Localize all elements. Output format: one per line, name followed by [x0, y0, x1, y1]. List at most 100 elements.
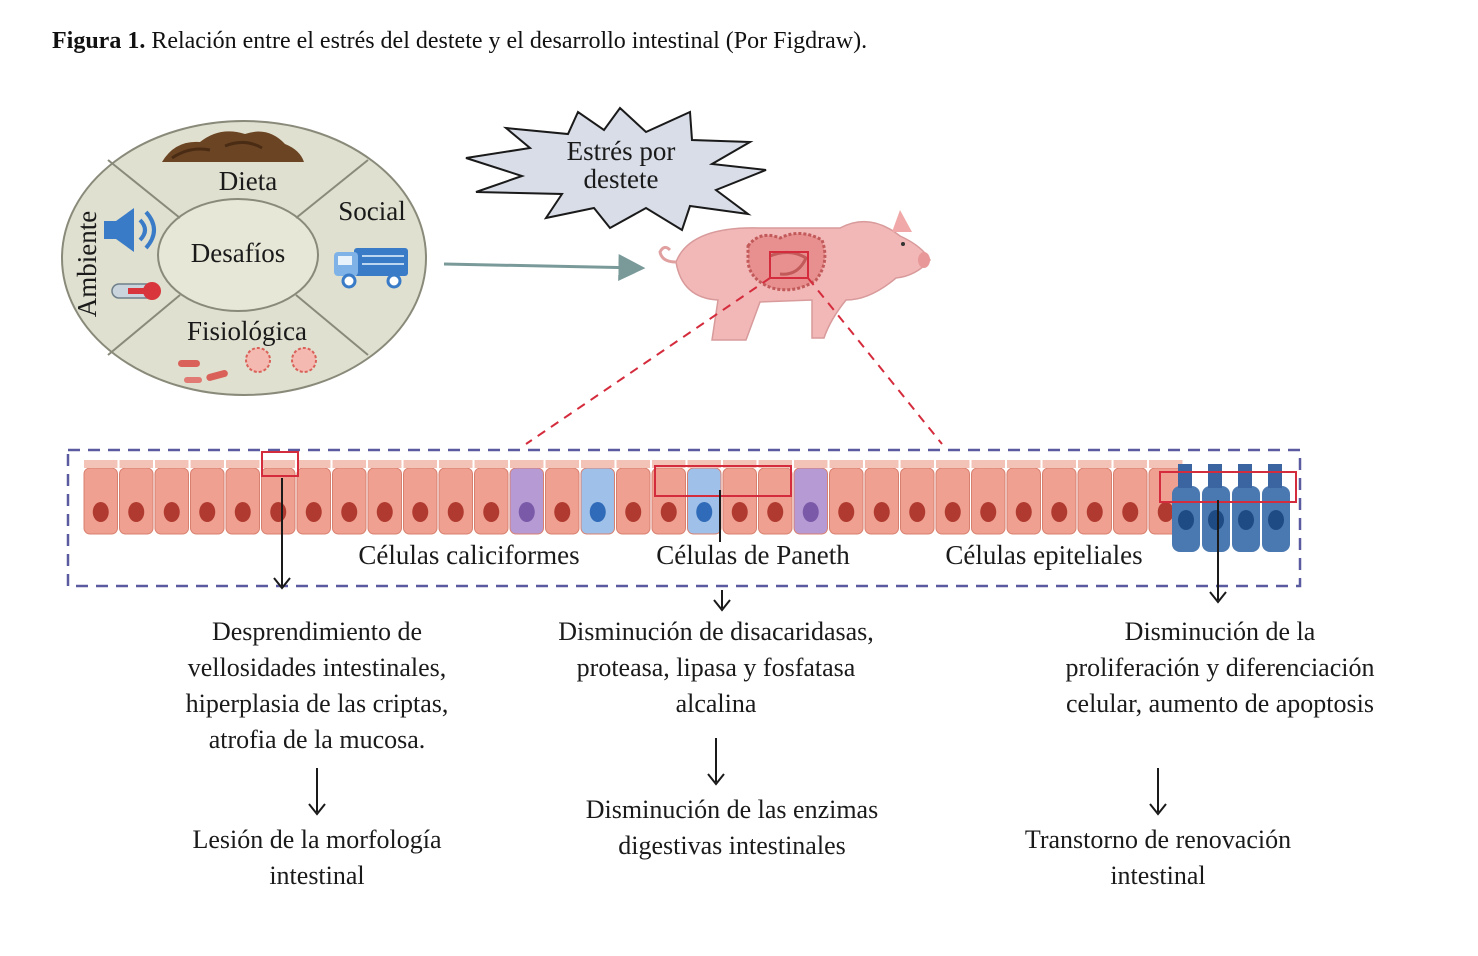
cell-nucleus	[92, 502, 109, 522]
feed-icon	[162, 131, 304, 162]
epithelial-cell	[900, 467, 935, 535]
villus-projection	[1208, 464, 1222, 488]
epithelial-cell	[616, 467, 651, 535]
epithelial-cell	[864, 467, 899, 535]
microvilli	[368, 460, 402, 468]
cell-nucleus	[1268, 510, 1284, 530]
zoom-line-left	[525, 277, 771, 445]
effect-mid-line2: proteasa, lipasa y fosfatasa	[576, 653, 856, 682]
social-label: Social	[338, 196, 406, 226]
cell-nucleus	[128, 502, 145, 522]
microvilli	[900, 460, 934, 468]
microvilli	[474, 460, 508, 468]
cell-nucleus	[341, 502, 358, 522]
microvilli	[403, 460, 437, 468]
microvilli	[84, 460, 118, 468]
cell-nucleus	[376, 502, 393, 522]
epithelial-cell	[1006, 467, 1041, 535]
epithelial-cell	[83, 467, 118, 535]
paneth-cells-label: Células de Paneth	[656, 540, 850, 570]
cell-nucleus	[980, 502, 997, 522]
epithelial-cell	[935, 467, 970, 535]
challenges-to-pig-arrow	[443, 254, 646, 282]
paneth-cell	[687, 467, 722, 535]
result-left-line1: Lesión de la morfología	[192, 825, 442, 854]
microvilli	[119, 460, 153, 468]
cell-nucleus	[1208, 510, 1224, 530]
epithelial-cell	[971, 467, 1006, 535]
result-right-line2: intestinal	[1110, 861, 1206, 890]
epithelial-cell	[225, 467, 260, 535]
microvilli	[1149, 460, 1183, 468]
cell-nucleus	[199, 502, 216, 522]
challenges-wheel	[61, 120, 427, 396]
cell-nucleus	[767, 502, 784, 522]
epithelial-cell	[367, 467, 402, 535]
connector-arrows	[273, 478, 1227, 816]
effect-left-line2: vellosidades intestinales,	[187, 653, 447, 682]
microvilli	[616, 460, 650, 468]
cell-nucleus	[1238, 510, 1254, 530]
cell-nucleus	[163, 502, 180, 522]
virus-icon	[245, 347, 317, 373]
truck-icon	[334, 248, 408, 289]
microvilli	[332, 460, 366, 468]
figure-caption-text: Relación entre el estrés del destete y e…	[151, 28, 868, 54]
stress-label-line2: destete	[583, 164, 659, 194]
cell-nucleus	[589, 502, 606, 522]
cell-nucleus	[625, 502, 642, 522]
villus-projection	[1268, 464, 1282, 488]
epithelial-cell	[1042, 467, 1077, 535]
physiological-label: Fisiológica	[187, 316, 307, 346]
epithelial-cell	[545, 467, 580, 535]
microvilli	[190, 460, 224, 468]
cell-nucleus	[909, 502, 926, 522]
cell-nucleus	[305, 502, 322, 522]
cell-nucleus	[234, 502, 251, 522]
effect-left-line4: atrofia de la mucosa.	[208, 725, 426, 754]
effect-mid-line1: Disminución de disacaridasas,	[558, 617, 874, 646]
epithelial-cell	[438, 467, 473, 535]
microvilli	[1113, 460, 1147, 468]
epithelial-cells-label: Células epiteliales	[945, 540, 1143, 570]
microvilli	[297, 460, 331, 468]
microvilli	[936, 460, 970, 468]
result-right-line1: Transtorno de renovación	[1024, 825, 1292, 854]
figure-caption: Figura 1. Relación entre el estrés del d…	[52, 28, 867, 55]
cell-nucleus	[483, 502, 500, 522]
cell-nucleus	[873, 502, 890, 522]
epithelial-cell	[758, 467, 793, 535]
epithelial-cell	[651, 467, 686, 535]
zoom-line-right	[807, 277, 943, 445]
epithelial-cell	[722, 467, 757, 535]
cell-nucleus	[1178, 510, 1194, 530]
epithelial-cell	[119, 467, 154, 535]
epithelial-cell	[474, 467, 509, 535]
highlight-paneth	[654, 465, 792, 497]
diet-label: Dieta	[218, 166, 278, 196]
effect-right-line1: Disminución de la	[1124, 617, 1316, 646]
environment-label: Ambiente	[72, 210, 102, 318]
microvilli	[971, 460, 1005, 468]
microvilli	[1078, 460, 1112, 468]
microvilli	[226, 460, 260, 468]
microvilli	[687, 460, 721, 468]
speaker-icon	[104, 208, 156, 252]
epithelial-cell	[1113, 467, 1148, 535]
cell-nucleus	[1015, 502, 1032, 522]
cell-nucleus	[660, 502, 677, 522]
result-mid-line2: digestivas intestinales	[618, 831, 846, 860]
microvilli	[439, 460, 473, 468]
effect-mid-line3: alcalina	[675, 689, 757, 718]
cell-nucleus	[1051, 502, 1068, 522]
bacteria-icon	[178, 360, 228, 383]
epithelial-cell	[829, 467, 864, 535]
cell-nucleus	[447, 502, 464, 522]
goblet-cell	[793, 467, 828, 535]
cell-nucleus	[696, 502, 713, 522]
epithelial-cell	[296, 467, 331, 535]
cell-nucleus	[731, 502, 748, 522]
highlight-villus	[261, 451, 299, 477]
cell-nucleus	[1157, 502, 1174, 522]
